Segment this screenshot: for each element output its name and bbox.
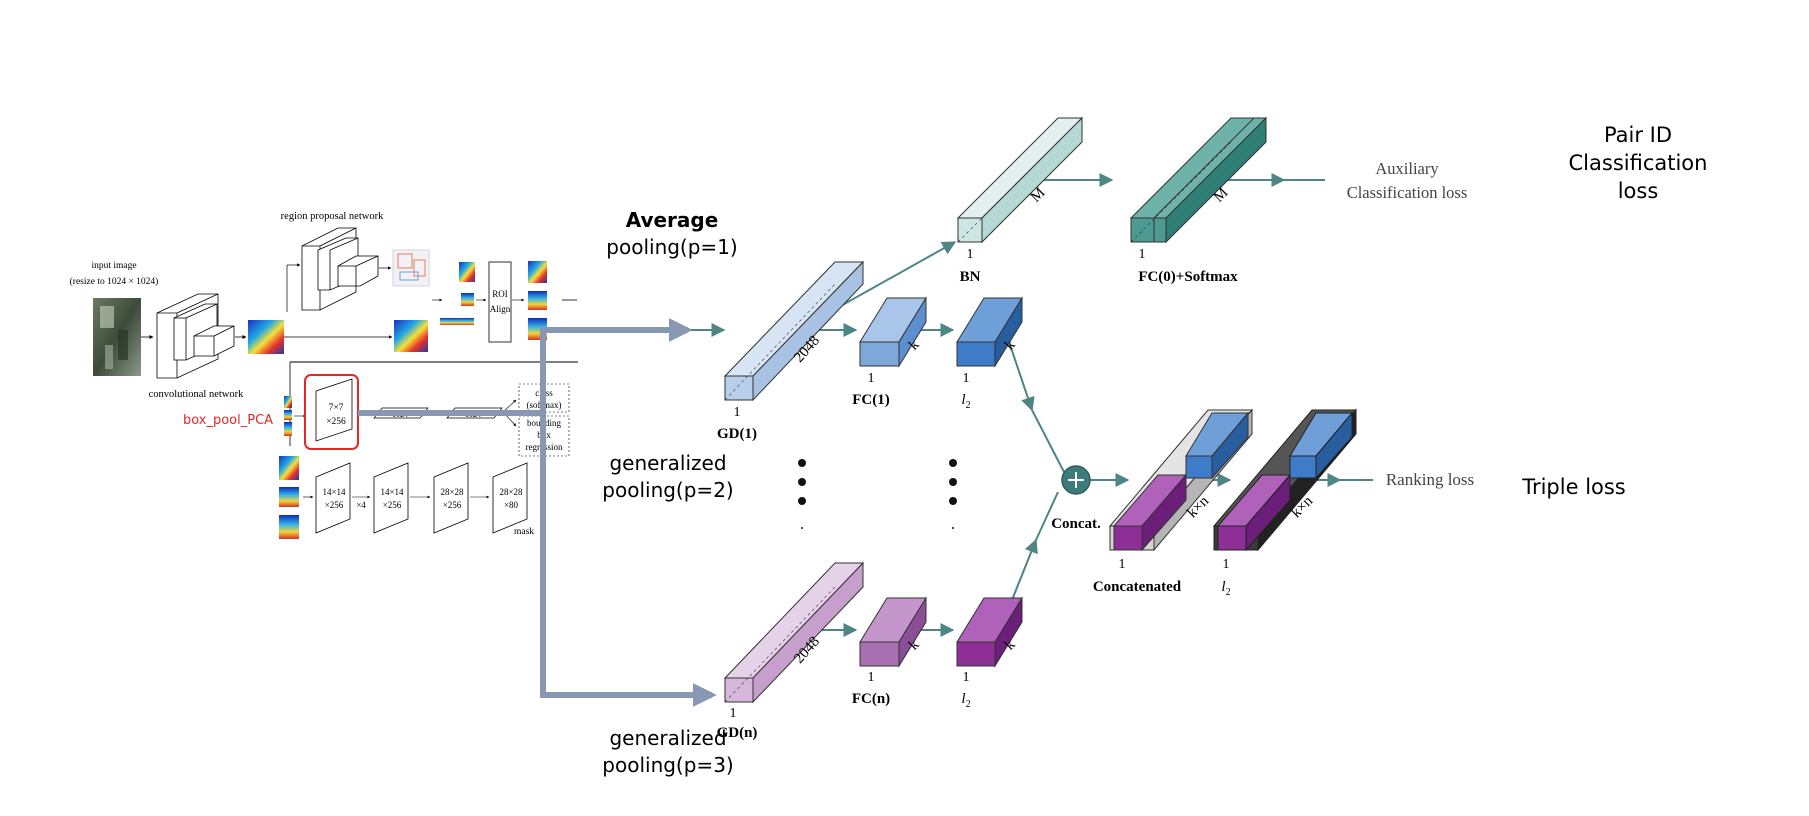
mask-input-b: [279, 487, 299, 507]
mask-box-4-label-2: ×80: [504, 500, 519, 510]
box-head-input-a: [284, 396, 292, 408]
fc0-label: FC(0)+Softmax: [1138, 269, 1238, 285]
mask-box-2-label-1: 14×14: [380, 487, 404, 497]
box-head-input-b: [284, 410, 292, 420]
roi-align-label-2: Align: [490, 304, 511, 314]
gd1-label: GD(1): [717, 426, 757, 442]
fcn-cube: [859, 596, 927, 668]
fc0-one-label: 1: [1139, 247, 1146, 262]
feature-map: [248, 320, 284, 354]
times-4-label: ×4: [356, 500, 366, 510]
conv-network-label: convolutional network: [149, 389, 245, 400]
loss-labels: Pair ID Classification loss Triple loss: [1521, 123, 1707, 499]
routing-arrows: [358, 318, 717, 707]
box-7x7-label-1: 7×7: [329, 403, 344, 413]
mask-box-2-label-2: ×256: [383, 500, 402, 510]
pooling-labels: Average pooling(p=1) generalized pooling…: [602, 208, 737, 777]
ellipsis-dots: [798, 459, 957, 529]
box-7x7-label-2: ×256: [326, 417, 346, 427]
mask-box-3-label-2: ×256: [443, 500, 462, 510]
bn-label: BN: [960, 269, 981, 285]
fcn-label: FC(n): [852, 691, 890, 707]
roi-crop-b: [461, 293, 474, 306]
roi-align-label-1: ROI: [492, 289, 508, 299]
gd1-one-label: 1: [734, 405, 741, 420]
rpn-block: [301, 227, 379, 311]
concatenated-one-label: 1: [1119, 557, 1126, 572]
gen-pooling-p3-label-2: pooling(p=3): [602, 753, 733, 777]
mask-head-blocks: [315, 462, 528, 534]
roi-output-a: [528, 261, 547, 283]
region-proposal-network-label: region proposal network: [281, 211, 384, 222]
mask-box-1-label-1: 14×14: [322, 487, 346, 497]
concat-label: Concat.: [1051, 516, 1101, 532]
mask-input-a: [279, 456, 299, 480]
fc1-cube: [859, 296, 927, 368]
mask-label: mask: [514, 527, 534, 537]
l2-final-l: l: [1221, 579, 1225, 595]
l2-bottom-one-label: 1: [963, 670, 970, 685]
aux-loss-label-1: Auxiliary: [1375, 159, 1439, 178]
reid-network: 2048 1 GD(1) k 1 FC(1) k 1 l2 M 1 BN: [691, 116, 1474, 741]
proposal-boxes: [392, 249, 430, 287]
gdn-cube: [723, 561, 865, 704]
gen-pooling-p2-label-1: generalized: [609, 451, 726, 475]
aux-loss-label-2: Classification loss: [1347, 183, 1468, 202]
route-to-gdn: [540, 413, 717, 707]
bn-one-label: 1: [967, 247, 974, 262]
pair-id-label-2: Classification: [1569, 151, 1708, 175]
l2-bottom-sub: 2: [966, 699, 971, 710]
l2-top-one-label: 1: [963, 371, 970, 386]
mask-box-3-label-1: 28×28: [440, 487, 464, 497]
fc1-label: FC(1): [852, 392, 890, 408]
conv-network-block: [156, 293, 235, 379]
fc1-one-label: 1: [868, 371, 875, 386]
l2-final-one-label: 1: [1223, 557, 1230, 572]
l2-top-cube: [956, 296, 1023, 368]
gdn-one-label: 1: [730, 706, 737, 721]
fc0-cube: [1129, 116, 1268, 244]
mask-rcnn-panel: region proposal network input image (res…: [70, 211, 578, 539]
mask-box-1-label-2: ×256: [325, 500, 344, 510]
l2-bottom-label: l2: [961, 691, 970, 710]
route-box-pool-to-gd1: [358, 318, 693, 416]
l2-top-label: l2: [961, 392, 970, 411]
concatenated-cube: [1108, 408, 1254, 552]
avg-pooling-label-2: pooling(p=1): [606, 235, 737, 259]
gen-pooling-p2-label-2: pooling(p=2): [602, 478, 733, 502]
box-7x7-block: 7×7 ×256: [304, 374, 359, 450]
roi-crop-a: [459, 262, 475, 282]
pair-id-label-3: loss: [1618, 179, 1659, 203]
input-image-label: input image: [91, 261, 136, 271]
l2-top-sub: 2: [966, 400, 971, 411]
l2-final-cube: [1212, 408, 1358, 552]
pair-id-label-1: Pair ID: [1604, 123, 1672, 147]
l2-bottom-cube: [956, 596, 1023, 668]
concatenated-label: Concatenated: [1093, 579, 1182, 595]
triple-loss-label: Triple loss: [1521, 475, 1626, 499]
avg-pooling-label-1: Average: [626, 208, 719, 232]
mask-input-c: [279, 515, 299, 539]
bn-cube: [956, 116, 1084, 244]
l2-top-l: l: [961, 392, 965, 408]
l2-final-label: l2: [1221, 579, 1230, 598]
feature-map-rpn: [394, 320, 428, 352]
roi-align-box: [488, 261, 512, 343]
concat-node: [1061, 465, 1091, 495]
ranking-loss-label: Ranking loss: [1386, 470, 1474, 489]
l2-bottom-l: l: [961, 691, 965, 707]
mask-box-4-label-1: 28×28: [499, 487, 523, 497]
gdn-label: GD(n): [717, 725, 758, 741]
box-pool-pca-label: box_pool_PCA: [183, 413, 273, 428]
teal-arrows: [691, 173, 1373, 637]
gen-pooling-p3-label-1: generalized: [609, 726, 726, 750]
fcn-one-label: 1: [868, 670, 875, 685]
roi-output-b: [528, 291, 547, 310]
input-image: [93, 298, 141, 376]
input-image-resize-label: (resize to 1024 × 1024): [70, 276, 159, 287]
l2-final-sub: 2: [1226, 587, 1231, 598]
roi-crop-c: [440, 318, 474, 325]
box-head-input-c: [284, 422, 292, 436]
